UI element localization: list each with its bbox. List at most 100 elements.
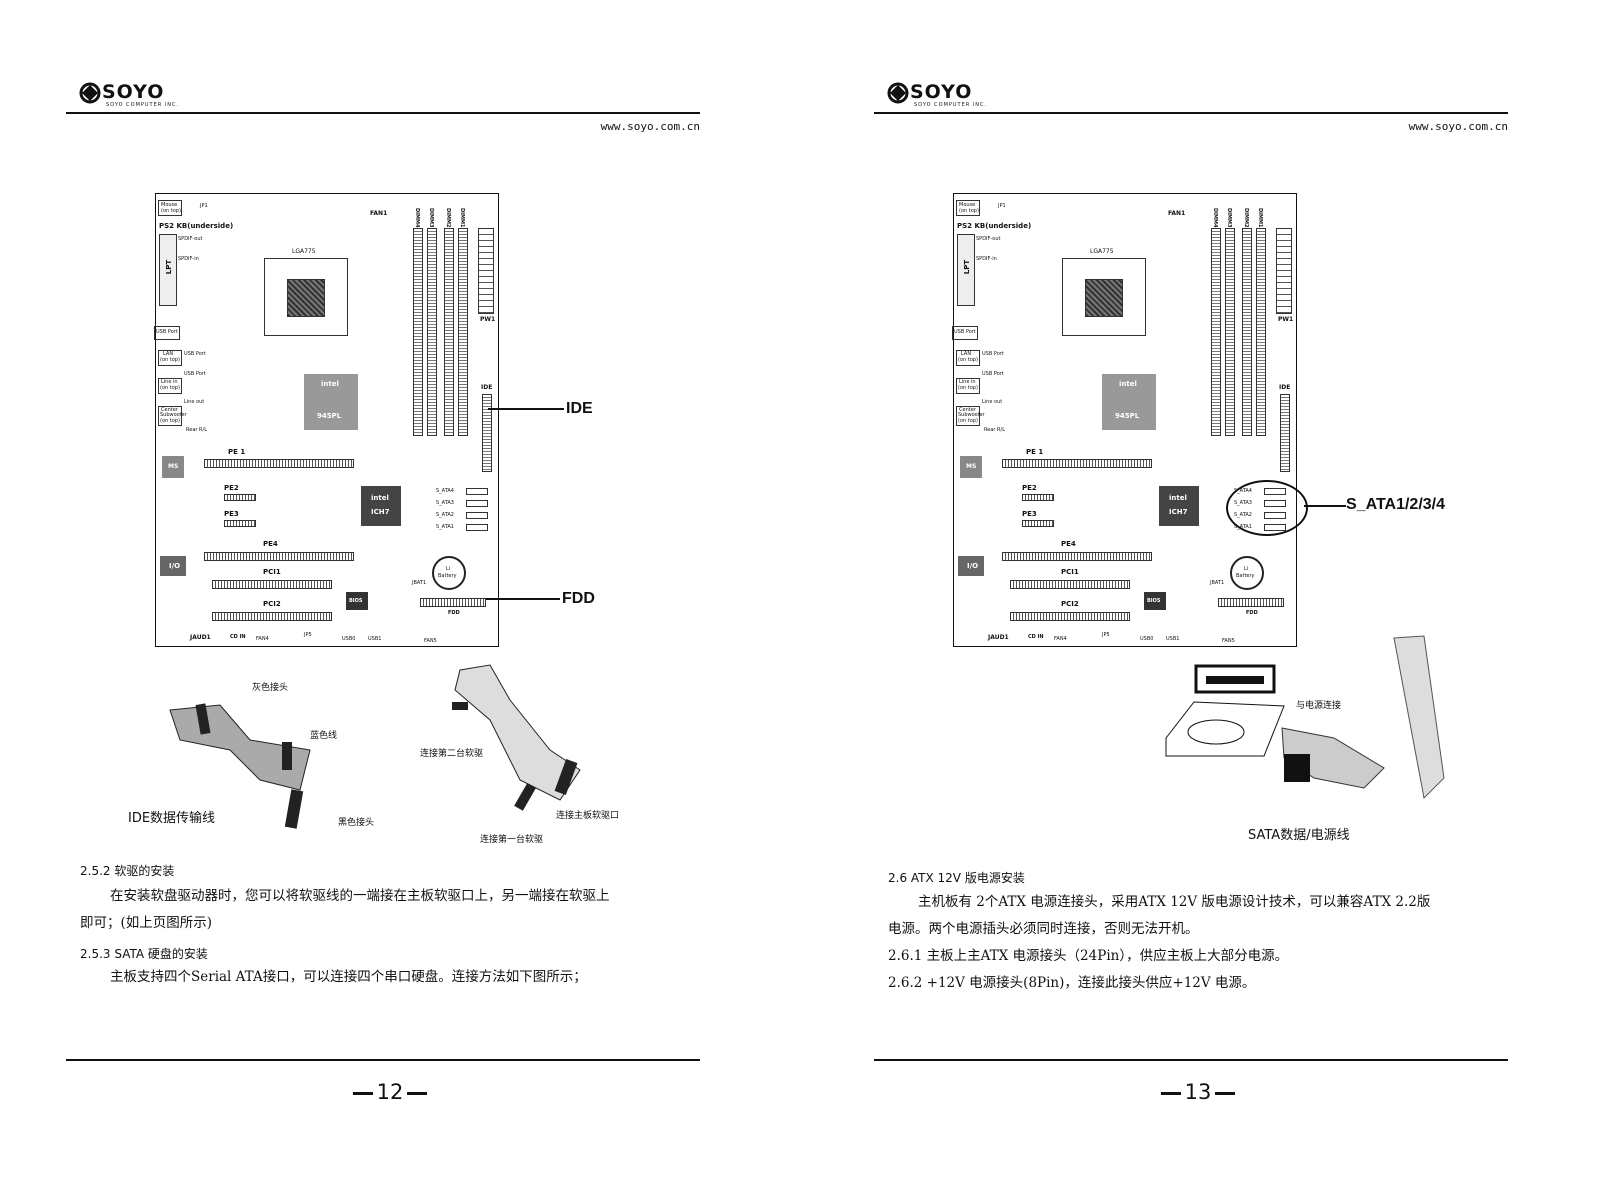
usb1-label: USB1: [368, 636, 382, 642]
soyo-logo-icon: [887, 82, 909, 104]
logo-wordmark: SOYO: [910, 81, 973, 103]
usb-port-label-2: USB Port: [184, 351, 206, 357]
gray-head-label: 灰色接头: [252, 683, 289, 693]
jaud-label: JAUD1: [988, 634, 1009, 641]
usb-port-box: USB Port: [952, 326, 978, 340]
pe1-label: PE 1: [1026, 448, 1044, 456]
pci2-label: PCI2: [1061, 600, 1079, 608]
page-number: 13: [1153, 1080, 1243, 1104]
jp5-label: JP5: [304, 632, 312, 638]
lpt-port: LPT: [159, 234, 177, 306]
dimm-label: DIMM3: [1226, 208, 1232, 228]
linein-port: Line in(on top): [158, 378, 182, 394]
sata-callout: S_ATA1/2/3/4: [1346, 496, 1446, 513]
usb1-label: USB1: [1166, 636, 1180, 642]
section-2-6-heading: 2.6 ATX 12V 版电源安装: [888, 871, 1025, 885]
main-fdd-label: 连接主板软驱口: [556, 811, 620, 821]
pe1-label: PE 1: [228, 448, 246, 456]
pci-slot-2: [212, 612, 332, 621]
pe4-label: PE4: [1061, 540, 1076, 548]
footer-rule: [874, 1059, 1508, 1061]
usb-port-label-3: USB Port: [982, 371, 1004, 377]
section-2-5-3-heading: 2.5.3 SATA 硬盘的安装: [80, 947, 208, 961]
usb-port-label-2: USB Port: [982, 351, 1004, 357]
pe3-label: PE3: [1022, 510, 1037, 518]
power-label: 与电源连接: [1296, 701, 1342, 711]
dimm-slot: [1242, 228, 1252, 436]
jbat-label: JBAT1: [1210, 580, 1225, 586]
dimm-slot: [413, 228, 423, 436]
second-drive-label: 连接第二台软驱: [420, 749, 484, 759]
sata-caption: SATA数据/电源线: [1248, 828, 1350, 843]
spdif-out-label: SPDIF-out: [976, 236, 1001, 242]
pcie-slot-pe4: [204, 552, 354, 561]
pci-slot-1: [1010, 580, 1130, 589]
paragraph: 2.6.2 +12V 电源接头(8Pin)，连接此接头供应+12V 电源。: [888, 975, 1256, 991]
socket-label: LGA775: [292, 248, 316, 255]
ide-connector: [1280, 394, 1290, 472]
logo-wordmark: SOYO: [102, 81, 165, 103]
pcie-slot-pe3: [1022, 520, 1054, 527]
motherboard-diagram: Mouse(on top) JP1 PS2 KB(underside) LPT …: [952, 193, 1297, 647]
fan5-label: FAN5: [424, 638, 437, 644]
linein-port: Line in(on top): [956, 378, 980, 394]
sata-connector: [466, 524, 488, 531]
dimm-label: DIMM2: [1243, 208, 1249, 228]
dimm-label: DIMM4: [414, 208, 420, 228]
cdin-label: CD IN: [1028, 634, 1044, 640]
pe2-label: PE2: [1022, 484, 1037, 492]
sata-connector: [466, 500, 488, 507]
pcie-slot-pe2: [1022, 494, 1054, 501]
cdin-label: CD IN: [230, 634, 246, 640]
usb-port-label-3: USB Port: [184, 371, 206, 377]
pw1-label: PW1: [480, 316, 496, 323]
pe2-label: PE2: [224, 484, 239, 492]
bios-chip: BIOS: [346, 592, 368, 610]
ps2-label: PS2 KB(underside): [957, 222, 1032, 230]
mouse-port: Mouse(on top): [956, 200, 980, 216]
sata-connector: [466, 512, 488, 519]
motherboard-diagram: Mouse(on top) JP1 PS2 KB(underside) LPT …: [154, 193, 499, 647]
page-13: SOYO SOYO COMPUTER INC. www.soyo.com.cn …: [808, 0, 1600, 1179]
logo-tagline: SOYO COMPUTER INC.: [106, 102, 180, 108]
paragraph: 电源。两个电源插头必须同时连接，否则无法开机。: [888, 921, 1199, 937]
atx-power-connector: [1276, 228, 1292, 314]
ps2-label: PS2 KB(underside): [159, 222, 234, 230]
pci-slot-1: [212, 580, 332, 589]
pcie-slot-pe4: [1002, 552, 1152, 561]
cpu-socket: [1062, 258, 1146, 336]
first-drive-label: 连接第一台软驱: [480, 835, 544, 845]
lineout-label: Line out: [982, 399, 1003, 405]
header-rule: [66, 112, 700, 114]
ms-chip: MS: [960, 456, 982, 478]
fan5-label: FAN5: [1222, 638, 1235, 644]
fan1-label: FAN1: [1168, 210, 1186, 217]
dimm-slot: [1211, 228, 1221, 436]
header-rule: [874, 112, 1508, 114]
lineout-label: Line out: [184, 399, 205, 405]
ide-cable-caption: IDE数据传输线: [128, 811, 216, 826]
ms-chip: MS: [162, 456, 184, 478]
soyo-logo: SOYO SOYO COMPUTER INC.: [886, 80, 996, 110]
blue-line-label: 蓝色线: [310, 731, 338, 741]
pci-slot-2: [1010, 612, 1130, 621]
page-12: SOYO SOYO COMPUTER INC. www.soyo.com.cn …: [0, 0, 800, 1179]
io-chip: I/O: [160, 556, 186, 576]
jp1-label: JP1: [998, 203, 1006, 209]
paragraph: 即可；(如上页图所示): [80, 915, 213, 931]
fan4-label: FAN4: [256, 636, 269, 642]
bios-chip: BIOS: [1144, 592, 1166, 610]
fan4-label: FAN4: [1054, 636, 1067, 642]
ide-cable-illustration: [169, 703, 311, 829]
pcie-slot-pe3: [224, 520, 256, 527]
ide-label: IDE: [481, 384, 493, 391]
ide-label: IDE: [1279, 384, 1291, 391]
sata-cable-illustration: [1165, 635, 1445, 800]
dimm-slot: [1225, 228, 1235, 436]
lan-port: LAN(on top): [158, 350, 182, 366]
